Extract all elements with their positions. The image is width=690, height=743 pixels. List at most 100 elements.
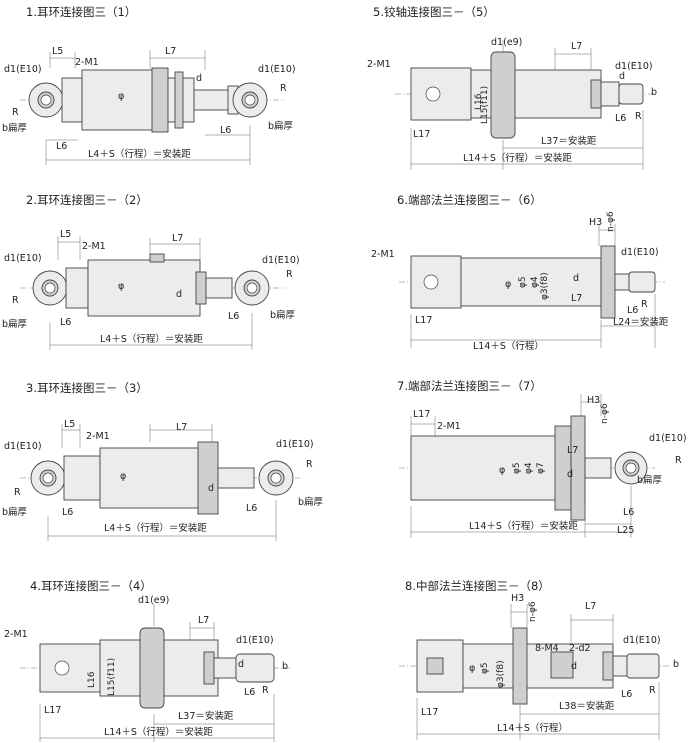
label-l37: L37＝安装距 bbox=[178, 711, 234, 722]
label-b: b扁厚 bbox=[637, 475, 663, 486]
label-n-phi6: n-φ6 bbox=[600, 403, 610, 424]
label-d: d bbox=[176, 289, 183, 300]
label-r: R bbox=[635, 111, 642, 122]
panel-title: 4.耳环连接图三－（4） bbox=[30, 579, 152, 593]
label-r-left: R bbox=[14, 487, 21, 498]
label-b-left: b扁厚 bbox=[2, 319, 28, 330]
label-l37: L37＝安装距 bbox=[541, 136, 597, 147]
label-l16: L16 bbox=[87, 671, 97, 688]
label-d1: d1(E10) bbox=[649, 433, 687, 444]
label-d: d bbox=[208, 483, 215, 494]
panel-8: 8.中部法兰连接图三－（8） H3 n-φ6 L7 8-M4 2-d2 φ φ5… bbox=[345, 564, 690, 743]
label-b: b bbox=[673, 659, 680, 670]
label-l38: L38＝安装距 bbox=[559, 701, 615, 712]
label-l7: L7 bbox=[172, 233, 184, 244]
drawing-7 bbox=[399, 394, 655, 538]
label-phi4: φ4 bbox=[524, 462, 534, 474]
label-h3: H3 bbox=[587, 395, 601, 406]
label-l25: L25 bbox=[617, 525, 635, 536]
label-l15: L15(f11) bbox=[107, 657, 117, 696]
label-r-right: R bbox=[286, 269, 293, 280]
label-m1: 2-M1 bbox=[437, 421, 461, 432]
drawing-2 bbox=[20, 236, 285, 350]
label-l6: L6 bbox=[627, 305, 639, 316]
label-phi: φ bbox=[469, 663, 476, 674]
label-l6-left: L6 bbox=[56, 141, 68, 152]
label-phi: φ bbox=[118, 281, 125, 292]
panel-3: 3.耳环连接图三－（3） L5 2-M1 L7 d1(E10) d1(E10) … bbox=[0, 376, 340, 561]
label-b-right: b扁厚 bbox=[268, 121, 294, 132]
panel-1: 1.耳环连接图三（1） L5 2-M1 L7 d1(E10) d1(E10) R… bbox=[0, 0, 340, 185]
label-l7: L7 bbox=[165, 46, 177, 57]
panel-6: 6.端部法兰连接图三－（6） H3 n-φ6 2-M1 d1(E10) φ φ5… bbox=[345, 188, 690, 373]
label-d: d bbox=[196, 73, 203, 84]
label-d1-left: d1(E10) bbox=[4, 253, 42, 264]
label-h3: H3 bbox=[511, 593, 525, 604]
label-l7: L7 bbox=[585, 601, 597, 612]
label-d1-right: d1(E10) bbox=[262, 255, 300, 266]
label-l24: L24＝安装距 bbox=[613, 317, 669, 328]
label-phi3: φ3(f8) bbox=[540, 272, 550, 300]
label-total: L14＋S（行程） bbox=[473, 341, 544, 352]
drawing-8 bbox=[399, 604, 670, 740]
label-d2: 2-d2 bbox=[569, 643, 591, 654]
label-l7: L7 bbox=[571, 293, 583, 304]
label-d: d bbox=[567, 469, 574, 480]
label-l6-left: L6 bbox=[62, 507, 74, 518]
label-d: d bbox=[571, 661, 578, 672]
label-l6-right: L6 bbox=[246, 503, 258, 514]
label-phi3: φ3(f8) bbox=[496, 660, 506, 688]
label-r-left: R bbox=[12, 107, 19, 118]
label-l15: L15(f11) bbox=[480, 85, 490, 124]
panel-2: 2.耳环连接图三－（2） L5 2-M1 L7 d1(E10) d1(E10) … bbox=[0, 188, 340, 373]
label-n-phi6: n-φ6 bbox=[528, 601, 538, 622]
label-l6: L6 bbox=[621, 689, 633, 700]
label-l7: L7 bbox=[198, 615, 210, 626]
label-l17: L17 bbox=[415, 315, 433, 326]
label-m1: 2-M1 bbox=[371, 249, 395, 260]
label-phi7: φ7 bbox=[536, 462, 546, 474]
label-d1: d1(E10) bbox=[621, 247, 659, 258]
label-phi: φ bbox=[118, 91, 125, 102]
label-m1: 2-M1 bbox=[4, 629, 28, 640]
drawing-6 bbox=[399, 224, 665, 348]
label-d1e9: d1(e9) bbox=[491, 37, 523, 48]
label-l5: L5 bbox=[64, 419, 76, 430]
label-l6: L6 bbox=[244, 687, 256, 698]
label-d1-right: d1(E10) bbox=[276, 439, 314, 450]
label-l6: L6 bbox=[623, 507, 635, 518]
label-b-left: b扁厚 bbox=[2, 123, 28, 134]
panel-5: 5.铰轴连接图三－（5） d1(e9) L7 2-M1 L16 L15(f11)… bbox=[345, 0, 690, 185]
label-d: d bbox=[573, 273, 580, 284]
label-r: R bbox=[262, 685, 269, 696]
label-d1: d1(E10) bbox=[236, 635, 274, 646]
drawing-4 bbox=[20, 604, 290, 742]
panel-title: 2.耳环连接图三－（2） bbox=[26, 193, 148, 207]
drawing-5 bbox=[395, 40, 655, 170]
panel-7: 7.端部法兰连接图三－（7） H3 n-φ6 L17 2-M1 φ φ5 φ4 … bbox=[345, 376, 690, 561]
label-m1: 2-M1 bbox=[86, 431, 110, 442]
label-total: L14＋S（行程）＝安装距 bbox=[469, 521, 578, 532]
label-r: R bbox=[649, 685, 656, 696]
label-total: L14＋S（行程）＝安装距 bbox=[104, 727, 213, 738]
label-total: L14＋S（行程）＝安装距 bbox=[463, 153, 572, 164]
panel-title: 6.端部法兰连接图三－（6） bbox=[397, 193, 542, 207]
panel-title: 8.中部法兰连接图三－（8） bbox=[405, 579, 550, 593]
label-r: R bbox=[675, 455, 682, 466]
label-l5: L5 bbox=[52, 46, 64, 57]
label-l7: L7 bbox=[571, 41, 583, 52]
label-l17: L17 bbox=[413, 129, 431, 140]
label-l6-right: L6 bbox=[220, 125, 232, 136]
label-b-left: b扁厚 bbox=[2, 507, 28, 518]
drawing-1 bbox=[20, 50, 285, 165]
label-d1e9: d1(e9) bbox=[138, 595, 170, 606]
label-phi: φ bbox=[499, 465, 506, 476]
label-l7: L7 bbox=[176, 422, 188, 433]
label-total: L4＋S（行程）＝安装距 bbox=[104, 523, 207, 534]
label-l17: L17 bbox=[421, 707, 439, 718]
label-m1: 2-M1 bbox=[75, 57, 99, 68]
label-b-right: b扁厚 bbox=[270, 310, 296, 321]
label-b: b bbox=[651, 87, 658, 98]
label-r: R bbox=[641, 299, 648, 310]
label-phi: φ bbox=[120, 471, 127, 482]
